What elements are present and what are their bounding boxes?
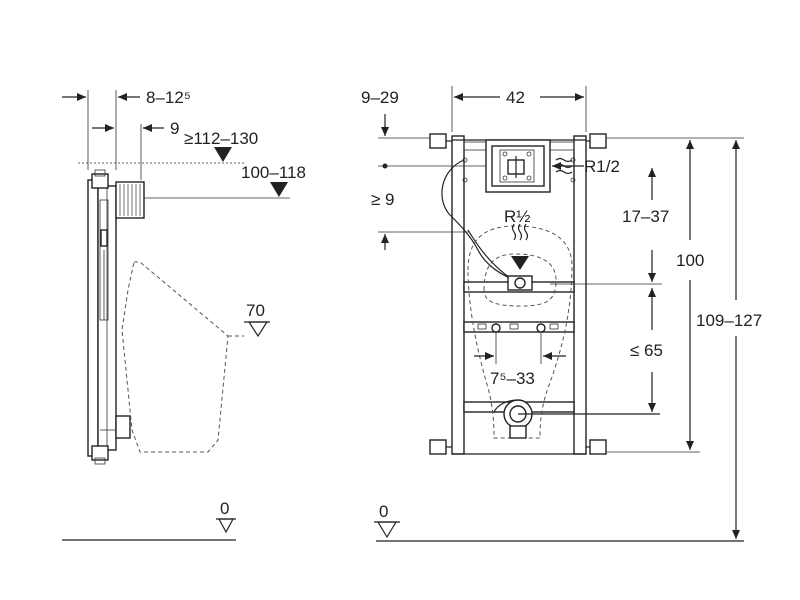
front-hose <box>441 159 511 279</box>
front-dim-109-127-label: 109–127 <box>696 311 762 330</box>
front-supply-box <box>485 139 551 193</box>
side-level-0-marker: 0 <box>216 499 236 534</box>
front-dim-17-37: 17–37 <box>550 168 669 285</box>
front-view: 0 <box>361 86 762 542</box>
front-water-symbol <box>511 223 529 270</box>
side-dim-112-130: ≥112–130 <box>184 129 258 162</box>
side-dim-100-118-label: 100–118 <box>241 163 306 182</box>
front-level-0-marker: 0 <box>374 502 400 539</box>
front-dim-17-37-label: 17–37 <box>622 207 669 226</box>
front-dim-75-33: 7⁵–33 <box>474 332 566 388</box>
front-thread-mid-label: R½ <box>504 207 530 226</box>
front-frame <box>429 133 607 455</box>
front-dim-9-29: 9–29 <box>361 88 486 169</box>
front-dim-le65: ≤ 65 <box>630 288 663 412</box>
front-dim-42-label: 42 <box>506 88 525 107</box>
side-dim-9: 9 <box>92 119 179 180</box>
side-urinal-outline <box>121 261 229 453</box>
side-view: 0 <box>62 88 306 541</box>
front-dim-9-29-label: 9–29 <box>361 88 399 107</box>
front-crossbars <box>463 281 575 413</box>
side-dim-70-label: 70 <box>246 301 265 320</box>
front-valve <box>507 275 533 291</box>
side-supply-block <box>115 181 145 219</box>
front-drain <box>493 399 660 439</box>
side-dim-8-12: 8–12⁵ <box>62 88 191 170</box>
side-dim-70: 70 <box>244 301 270 338</box>
front-dim-75-33-label: 7⁵–33 <box>490 369 535 388</box>
side-dim-8-12-label: 8–12⁵ <box>146 88 191 107</box>
front-level-0-label: 0 <box>379 502 388 521</box>
front-dim-42: 42 <box>451 86 587 132</box>
front-thread-top: R1/2 <box>552 157 620 176</box>
side-dim-9-label: 9 <box>170 119 179 138</box>
front-dim-109-127: 109–127 <box>696 140 762 539</box>
front-thread-top-label: R1/2 <box>584 157 620 176</box>
side-dim-100-118: 100–118 <box>144 163 306 199</box>
front-dim-ge9-label: ≥ 9 <box>371 190 395 209</box>
front-dim-100: 100 <box>606 137 744 453</box>
side-level-0-label: 0 <box>220 499 229 518</box>
front-dim-ge9: ≥ 9 <box>371 190 470 250</box>
side-dim-112-130-label: ≥112–130 <box>184 129 258 148</box>
side-frame <box>87 169 131 465</box>
front-dim-le65-label: ≤ 65 <box>630 341 663 360</box>
front-dim-100-label: 100 <box>676 251 704 270</box>
